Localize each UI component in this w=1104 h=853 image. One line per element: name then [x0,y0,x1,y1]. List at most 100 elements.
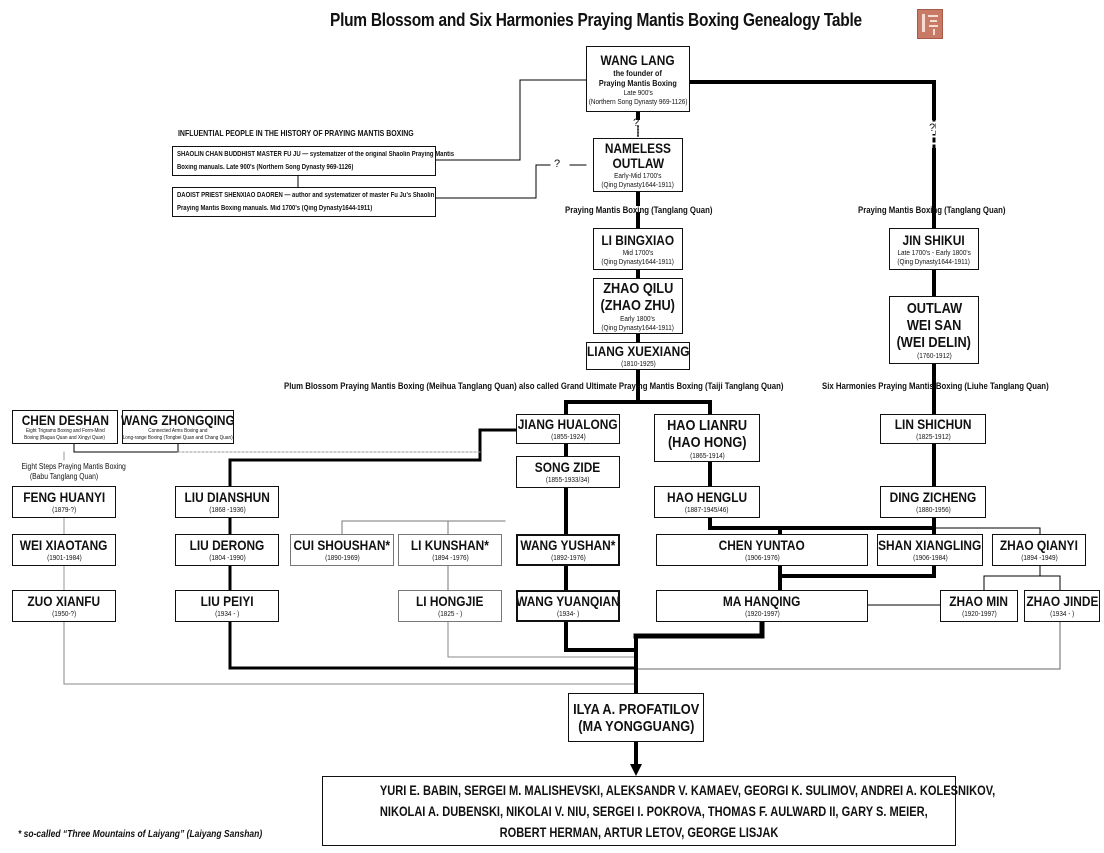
person-liu-dianshun[interactable]: LIU DIANSHUN (1868 -1936) [175,486,279,518]
person-date: (1810-1925) [620,359,656,368]
person-name: ZHAO QIANYI [999,537,1079,553]
person-zhao-jinde[interactable]: ZHAO JINDE (1934 - ) [1024,590,1100,622]
person-name: LIU PEIYI [200,593,254,609]
person-name: WANG YUANQIAN [516,593,620,609]
person-wang-yushan[interactable]: WANG YUSHAN* (1892-1976) [516,534,620,566]
person-date: (Qing Dynasty1644-1911) [601,180,675,189]
person-nameless-outlaw[interactable]: NAMELESS OUTLAW Early-Mid 1700's (Qing D… [593,138,683,192]
connector-wanglang-jinshikui [688,80,936,120]
person-song-zide[interactable]: SONG ZIDE (1855-1933/34) [516,456,620,488]
person-desc: Boxing (Bagua Quan and Xingyi Quan) [24,434,106,441]
connector-zhaojinde-merge [635,621,1061,670]
person-name: HAO HENGLU [666,489,748,505]
students-box: YURI E. BABIN, SERGEI M. MALISHEVSKI, AL… [322,776,995,846]
person-name: ZHAO QILU [602,280,674,297]
person-date: (1855-1933/34) [546,475,590,484]
person-wang-yuanqian[interactable]: WANG YUANQIAN (1934- ) [516,590,620,622]
person-zhao-qianyi[interactable]: ZHAO QIANYI (1894 -1949) [992,534,1086,566]
person-name: CUI SHOUSHAN* [293,537,391,553]
person-lin-shichun[interactable]: LIN SHICHUN (1825-1912) [880,414,986,444]
person-feng-huanyi[interactable]: FENG HUANYI (1879-?) [12,486,116,518]
unknown-marker: ? [633,117,640,129]
fu-ju-line2: Boxing manuals. Late 900's (Northern Son… [177,164,354,171]
person-li-kunshan[interactable]: LI KUNSHAN* (1894 -1976) [398,534,502,566]
person-zhao-qilu[interactable]: ZHAO QILU (ZHAO ZHU) Early 1800's (Qing … [593,278,683,334]
person-liu-derong[interactable]: LIU DERONG (1804 -1990) [175,534,279,566]
person-name: JIANG HUALONG [518,416,618,432]
person-name: DING ZICHENG [889,489,977,505]
shenxiao-line2: Praying Mantis Boxing manuals. Mid 1700'… [177,205,373,212]
person-date: Early-Mid 1700's [614,171,662,180]
person-cui-shoushan[interactable]: CUI SHOUSHAN* (1890-1969) [290,534,394,566]
arrow-down-icon [630,764,642,776]
person-name: OUTLAW [906,300,962,317]
person-ding-zicheng[interactable]: DING ZICHENG (1880-1956) [880,486,986,518]
person-hao-henglu[interactable]: HAO HENGLU (1887-1945/46) [654,486,760,518]
person-desc: Long-range Boxing (Tongbei Quan and Chan… [123,434,233,441]
person-date: (1887-1945/46) [685,505,729,514]
person-date: (1879-?) [51,505,77,514]
person-hao-lianru[interactable]: HAO LIANRU (HAO HONG) (1865-1914) [654,414,760,462]
influential-shenxiao: DAOIST PRIEST SHENXIAO DAOREN — author a… [172,187,436,217]
person-date: Mid 1700's [622,247,654,257]
person-name: JIN SHIKUI [902,231,966,248]
person-liang-xuexiang[interactable]: LIANG XUEXIANG (1810-1925) [586,342,690,370]
person-jiang-hualong[interactable]: JIANG HUALONG (1855-1924) [516,414,620,444]
person-wei-xiaotang[interactable]: WEI XIAOTANG (1901-1984) [12,534,116,566]
person-wei-san[interactable]: OUTLAW WEI SAN (WEI DELIN) (1760-1912) [889,296,979,364]
person-name: (WEI DELIN) [896,334,972,351]
person-ma-hanqing[interactable]: MA HANQING (1920-1997) [656,590,868,622]
person-name: (ZHAO ZHU) [600,297,676,314]
person-date: (1868 -1936) [208,505,246,514]
person-name: OUTLAW [612,155,664,171]
person-shan-xiangling[interactable]: SHAN XIANGLING (1906-1984) [877,534,983,566]
person-zuo-xianfu[interactable]: ZUO XIANFU (1950-?) [12,590,116,622]
person-date: (1804 -1990) [208,553,246,562]
person-name: SONG ZIDE [535,459,601,475]
connector-chen-wang [73,443,179,453]
person-chen-deshan[interactable]: CHEN DESHAN Eight Trigrams Boxing and Fo… [12,410,118,444]
fu-ju-line1: SHAOLIN CHAN BUDDHIST MASTER FU JU — sys… [177,151,455,158]
person-date: (1950-?) [51,609,77,618]
connector-wanglang-fuju [435,79,587,161]
connector-hao-ding-join [708,516,936,536]
person-jin-shikui[interactable]: JIN SHIKUI Late 1700's - Early 1800's (Q… [889,228,979,270]
person-name: LI HONGJIE [416,593,484,609]
connector-jiang-liudianshun [228,428,518,488]
person-liu-peiyi[interactable]: LIU PEIYI (1934 - ) [175,590,279,622]
students-row: ROBERT HERMAN, ARTUR LETOV, GEORGE LISJA… [499,825,779,840]
person-name: WEI SAN [906,317,962,334]
person-wang-zhongqing[interactable]: WANG ZHONGQING Connected Arms Boxing and… [121,410,235,444]
person-ilya-profatilov[interactable]: ILYA A. PROFATILOV (MA YONGGUANG) [568,693,704,742]
influential-fu-ju: SHAOLIN CHAN BUDDHIST MASTER FU JU — sys… [172,146,455,176]
connector-center-chain [564,190,712,416]
connector-cui-likunshan [341,520,506,535]
person-date: (1825-1912) [915,432,951,441]
person-date: (1934 - ) [1049,609,1075,618]
person-li-bingxiao[interactable]: LI BINGXIAO Mid 1700's (Qing Dynasty1644… [593,228,683,270]
page-title: Plum Blossom and Six Harmonies Praying M… [330,10,862,30]
person-name: CHEN YUNTAO [718,537,806,553]
connector-zhaoqianyi-children [983,565,1061,591]
person-date: (1892-1976) [550,553,586,562]
person-wang-lang[interactable]: WANG LANG the founder of Praying Mantis … [586,46,690,112]
person-desc: Praying Mantis Boxing [599,77,677,88]
person-name: FENG HUANYI [22,489,105,505]
influential-heading: INFLUENTIAL PEOPLE IN THE HISTORY OF PRA… [178,128,414,138]
person-name: LIU DIANSHUN [184,489,270,505]
person-chen-yuntao[interactable]: CHEN YUNTAO (1906-1976) [656,534,868,566]
person-name: ZUO XIANFU [27,593,101,609]
person-desc: Connected Arms Boxing and [148,427,208,434]
connector-yuanqian-merge [564,620,638,652]
person-name: WANG YUSHAN* [520,537,616,553]
person-name: LI KUNSHAN* [410,537,490,553]
person-name: (MA YONGGUANG) [577,717,695,735]
person-name: ILYA A. PROFATILOV [572,700,700,718]
person-name: HAO LIANRU [666,416,748,434]
style-label-tanglang: Praying Mantis Boxing (Tanglang Quan) [565,205,713,216]
person-date: (1865-1914) [689,450,725,460]
person-zhao-min[interactable]: ZHAO MIN (1920-1997) [940,590,1018,622]
person-li-hongjie[interactable]: LI HONGJIE (1825 - ) [398,590,502,622]
person-name: WEI XIAOTANG [20,537,108,553]
person-date: (1920-1997) [961,609,997,618]
